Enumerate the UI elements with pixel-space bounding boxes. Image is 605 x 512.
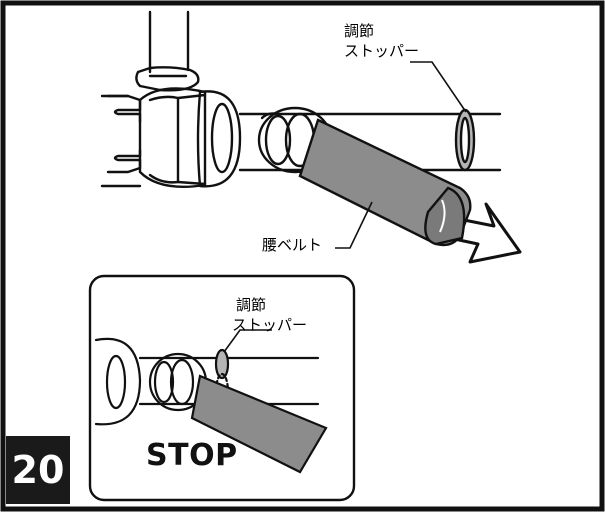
belt-end-highlight [439, 199, 446, 233]
stopper-leader-line [410, 61, 467, 113]
inset-belt [190, 374, 328, 474]
stop-text: STOP [146, 438, 238, 473]
waist-belt-label: 腰ベルト [262, 236, 323, 254]
inset-stopper-label-line1: 調節 [236, 296, 267, 314]
stopper-label-line2: ストッパー [344, 42, 420, 60]
inset-stopper-label-line2: ストッパー [232, 316, 308, 334]
step-number-badge: 20 [6, 436, 70, 504]
stopper-label-line1: 調節 [344, 22, 375, 40]
belt-leader-line [335, 201, 373, 249]
inset-stopper-leader [223, 329, 272, 353]
